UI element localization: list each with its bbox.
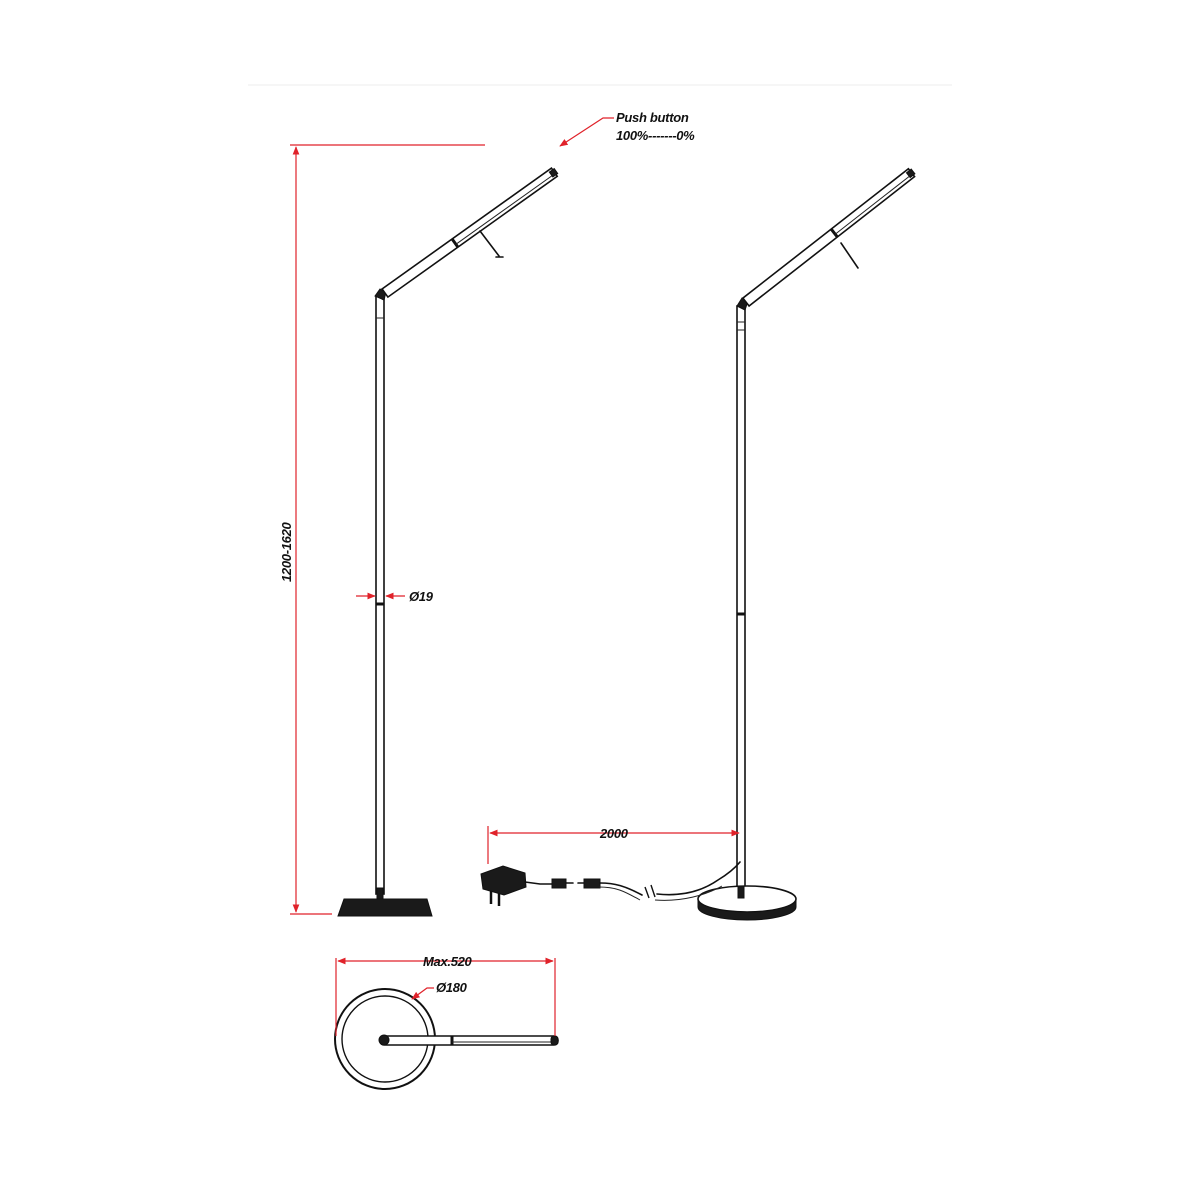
power-adapter: [480, 865, 527, 896]
cable-length-label: 2000: [599, 826, 629, 841]
right-lamp-arm: [741, 167, 916, 308]
connector-left: [551, 878, 567, 889]
right-push-button: [905, 168, 916, 179]
height-label: 1200-1620: [279, 521, 294, 582]
base-diameter-label: Ø180: [436, 980, 468, 995]
push-button-leader: [559, 117, 614, 147]
right-lamp-base: [697, 898, 797, 921]
power-cable: [480, 861, 741, 906]
cable-break-mark: [644, 884, 656, 899]
right-lamp: [697, 167, 916, 921]
left-lamp-arm: [380, 167, 559, 299]
top-view-arm: [379, 1035, 559, 1046]
connector-right: [583, 878, 601, 889]
left-push-button: [548, 167, 559, 178]
pole-diameter-label: Ø19: [409, 589, 434, 604]
left-lamp-base: [337, 898, 433, 917]
top-view: [334, 988, 559, 1090]
right-lamp-stub: [840, 242, 859, 269]
dimensions: [290, 117, 740, 1036]
base-diameter-leader: [411, 987, 434, 1000]
left-lamp: [337, 167, 559, 917]
dimmer-range-label: 100%-------0%: [616, 128, 695, 143]
left-lamp-stub: [479, 230, 500, 257]
push-button-label: Push button: [616, 110, 689, 125]
right-lamp-pole: [736, 305, 746, 893]
left-lamp-pole: [375, 295, 385, 895]
max-reach-label: Max.520: [423, 954, 473, 969]
